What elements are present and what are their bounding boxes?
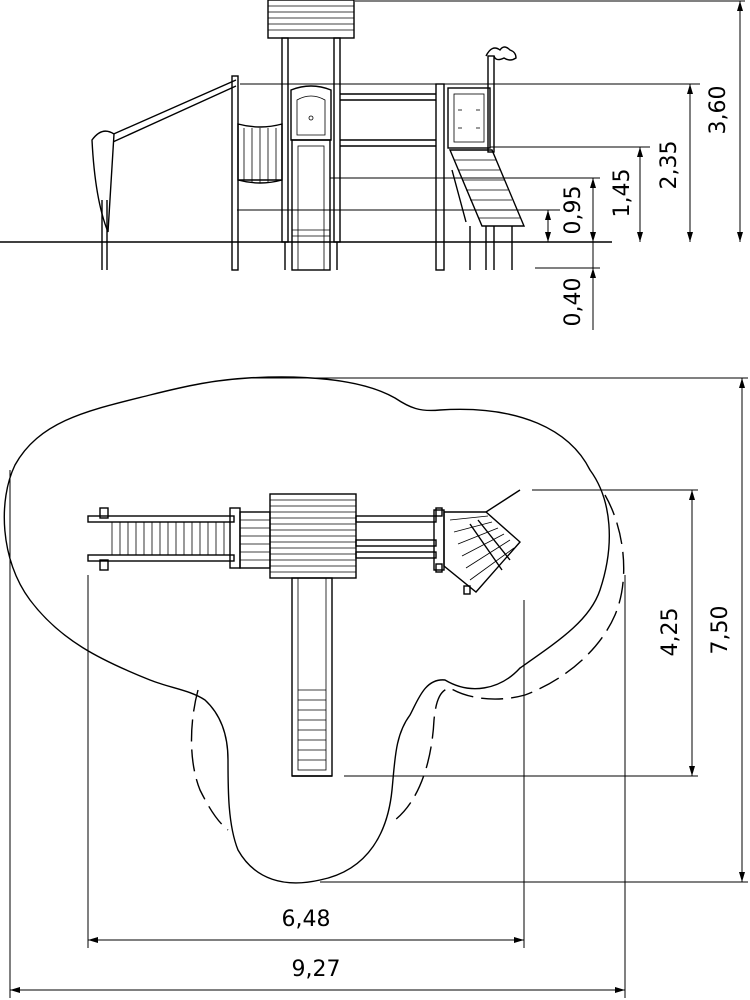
right-tower: [447, 46, 517, 153]
plan-bridge: [239, 511, 437, 569]
tower-roof: [267, 0, 355, 39]
plan-slide: [291, 577, 333, 777]
slide-elevation: [291, 139, 331, 271]
right-post: [435, 83, 445, 271]
wall-panel: [237, 123, 283, 184]
plan-right-platform: [433, 489, 521, 595]
dashed-impact-area: [394, 494, 625, 821]
plan-view: 7,50 4,25 6,48 9,27: [3, 376, 748, 998]
dim-equipment-width: 6,48: [282, 907, 331, 932]
dim-tower-platform: 2,35: [657, 141, 682, 190]
climbing-ramp: [91, 79, 237, 270]
dim-safety-area-depth: 7,50: [708, 606, 733, 655]
tower-panel: [290, 85, 332, 141]
elevation-view: 3,60 2,35 1,45 0,95 0,40: [0, 0, 745, 330]
stairs: [448, 149, 526, 270]
tower-posts: [281, 37, 341, 270]
dim-total-height: 3,60: [706, 86, 731, 135]
plan-tower-roof: [269, 493, 357, 579]
dim-safety-area-width: 9,27: [292, 957, 341, 982]
dim-upper-level: 1,45: [610, 169, 635, 218]
dimension-lines-elevation: [545, 1, 743, 330]
dim-foundation-depth: 0,40: [561, 278, 586, 327]
dim-equipment-depth: 4,25: [658, 608, 683, 657]
dim-low-platform: 0,95: [561, 186, 586, 235]
left-post: [231, 75, 239, 271]
plan-ladder: [87, 507, 241, 571]
bridge-rails: [340, 93, 436, 147]
dimension-lines-plan: [10, 378, 745, 993]
safety-area-outline: [3, 376, 611, 884]
